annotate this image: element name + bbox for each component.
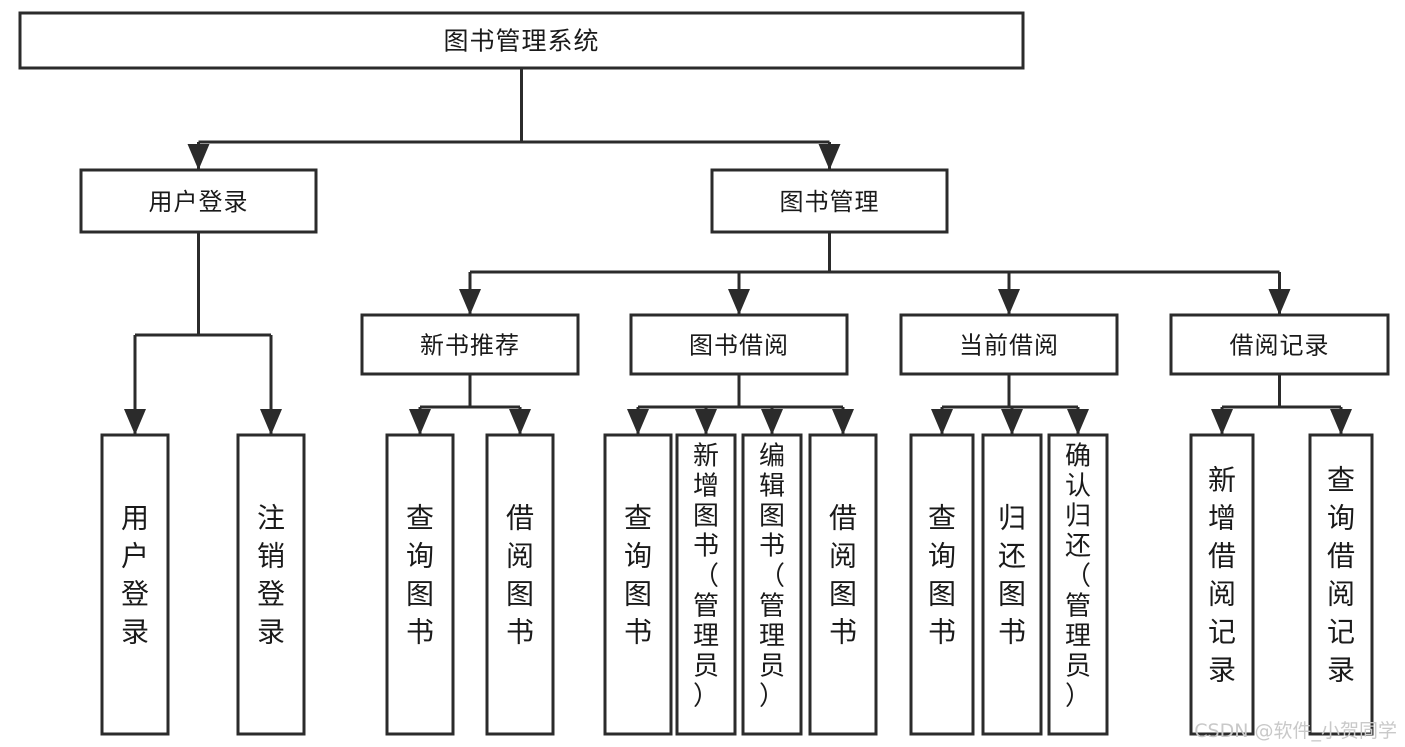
node-l2_1[interactable]: 图书管理 <box>710 168 949 234</box>
node-l3_3[interactable]: 借阅记录 <box>1169 313 1390 376</box>
watermark: CSDN @软件_小贺同学 <box>1194 720 1397 742</box>
node-label: 查询借阅记录 <box>1327 464 1355 687</box>
arrowhead-icon <box>998 289 1020 315</box>
node-box[interactable] <box>603 433 673 736</box>
node-box[interactable] <box>1047 433 1109 736</box>
node-box[interactable] <box>1308 433 1374 736</box>
node-label: 查询图书 <box>406 502 434 649</box>
node-box[interactable] <box>909 433 975 736</box>
arrowhead-icon <box>728 289 750 315</box>
node-label: 用户登录 <box>121 502 149 649</box>
node-label: 确认归还（管理员） <box>1065 442 1091 712</box>
node-label: 注销登录 <box>257 502 285 649</box>
node-label: 查询图书 <box>928 502 956 649</box>
node-box[interactable] <box>385 433 455 736</box>
node-label: 新增借阅记录 <box>1208 464 1236 687</box>
node-box[interactable] <box>236 433 306 736</box>
node-label: 当前借阅 <box>959 332 1059 360</box>
arrowhead-icon <box>1067 409 1089 435</box>
arrowhead-icon <box>1211 409 1233 435</box>
connector-layer <box>124 68 1352 435</box>
node-l3_2[interactable]: 当前借阅 <box>899 313 1119 376</box>
node-l3_0[interactable]: 新书推荐 <box>360 313 580 376</box>
node-leaf_10[interactable]: 确认归还（管理员） <box>1047 433 1109 736</box>
arrowhead-icon <box>761 409 783 435</box>
arrowhead-icon <box>409 409 431 435</box>
node-label: 图书借阅 <box>689 332 789 360</box>
arrowhead-icon <box>187 144 210 170</box>
node-leaf_6[interactable]: 编辑图书（管理员） <box>741 433 803 736</box>
node-label: 归还图书 <box>998 502 1026 649</box>
node-l2_0[interactable]: 用户登录 <box>79 168 318 234</box>
node-label: 编辑图书（管理员） <box>759 442 785 712</box>
node-leaf_12[interactable]: 查询借阅记录 <box>1308 433 1374 736</box>
node-leaf_2[interactable]: 查询图书 <box>385 433 455 736</box>
arrowhead-icon <box>627 409 649 435</box>
arrowhead-icon <box>1268 289 1291 315</box>
arrowhead-icon <box>459 289 481 315</box>
node-label: 借阅记录 <box>1230 332 1330 360</box>
node-box[interactable] <box>100 433 170 736</box>
node-label: 查询图书 <box>624 502 652 649</box>
node-label: 借阅图书 <box>829 502 857 649</box>
arrowhead-icon <box>124 409 146 435</box>
node-box[interactable] <box>981 433 1043 736</box>
node-leaf_5[interactable]: 新增图书（管理员） <box>675 433 737 736</box>
node-l3_1[interactable]: 图书借阅 <box>629 313 849 376</box>
node-box[interactable] <box>710 168 949 234</box>
node-box[interactable] <box>79 168 318 234</box>
node-box[interactable] <box>1169 313 1390 376</box>
node-leaf_4[interactable]: 查询图书 <box>603 433 673 736</box>
node-label: 图书管理系统 <box>443 27 599 56</box>
node-leaf_7[interactable]: 借阅图书 <box>808 433 878 736</box>
node-root[interactable]: 图书管理系统 <box>18 11 1025 70</box>
node-label: 用户登录 <box>149 188 249 216</box>
arrowhead-icon <box>818 144 841 170</box>
node-leaf_8[interactable]: 查询图书 <box>909 433 975 736</box>
node-layer: 图书管理系统用户登录图书管理新书推荐图书借阅当前借阅借阅记录用户登录注销登录查询… <box>18 11 1390 736</box>
node-label: 新增图书（管理员） <box>693 442 719 712</box>
node-leaf_3[interactable]: 借阅图书 <box>485 433 555 736</box>
node-box[interactable] <box>808 433 878 736</box>
node-box[interactable] <box>675 433 737 736</box>
node-box[interactable] <box>18 11 1025 70</box>
node-leaf_1[interactable]: 注销登录 <box>236 433 306 736</box>
arrowhead-icon <box>1330 409 1352 435</box>
arrowhead-icon <box>931 409 953 435</box>
node-label: 新书推荐 <box>420 332 520 360</box>
arrowhead-icon <box>695 409 717 435</box>
arrowhead-icon <box>1001 409 1023 435</box>
arrowhead-icon <box>260 409 282 435</box>
arrowhead-icon <box>509 409 531 435</box>
node-leaf_11[interactable]: 新增借阅记录 <box>1189 433 1255 736</box>
node-box[interactable] <box>629 313 849 376</box>
node-box[interactable] <box>741 433 803 736</box>
node-box[interactable] <box>899 313 1119 376</box>
node-box[interactable] <box>485 433 555 736</box>
node-leaf_0[interactable]: 用户登录 <box>100 433 170 736</box>
node-box[interactable] <box>1189 433 1255 736</box>
arrowhead-icon <box>832 409 854 435</box>
node-label: 借阅图书 <box>506 502 534 649</box>
node-label: 图书管理 <box>780 188 880 216</box>
node-leaf_9[interactable]: 归还图书 <box>981 433 1043 736</box>
node-box[interactable] <box>360 313 580 376</box>
